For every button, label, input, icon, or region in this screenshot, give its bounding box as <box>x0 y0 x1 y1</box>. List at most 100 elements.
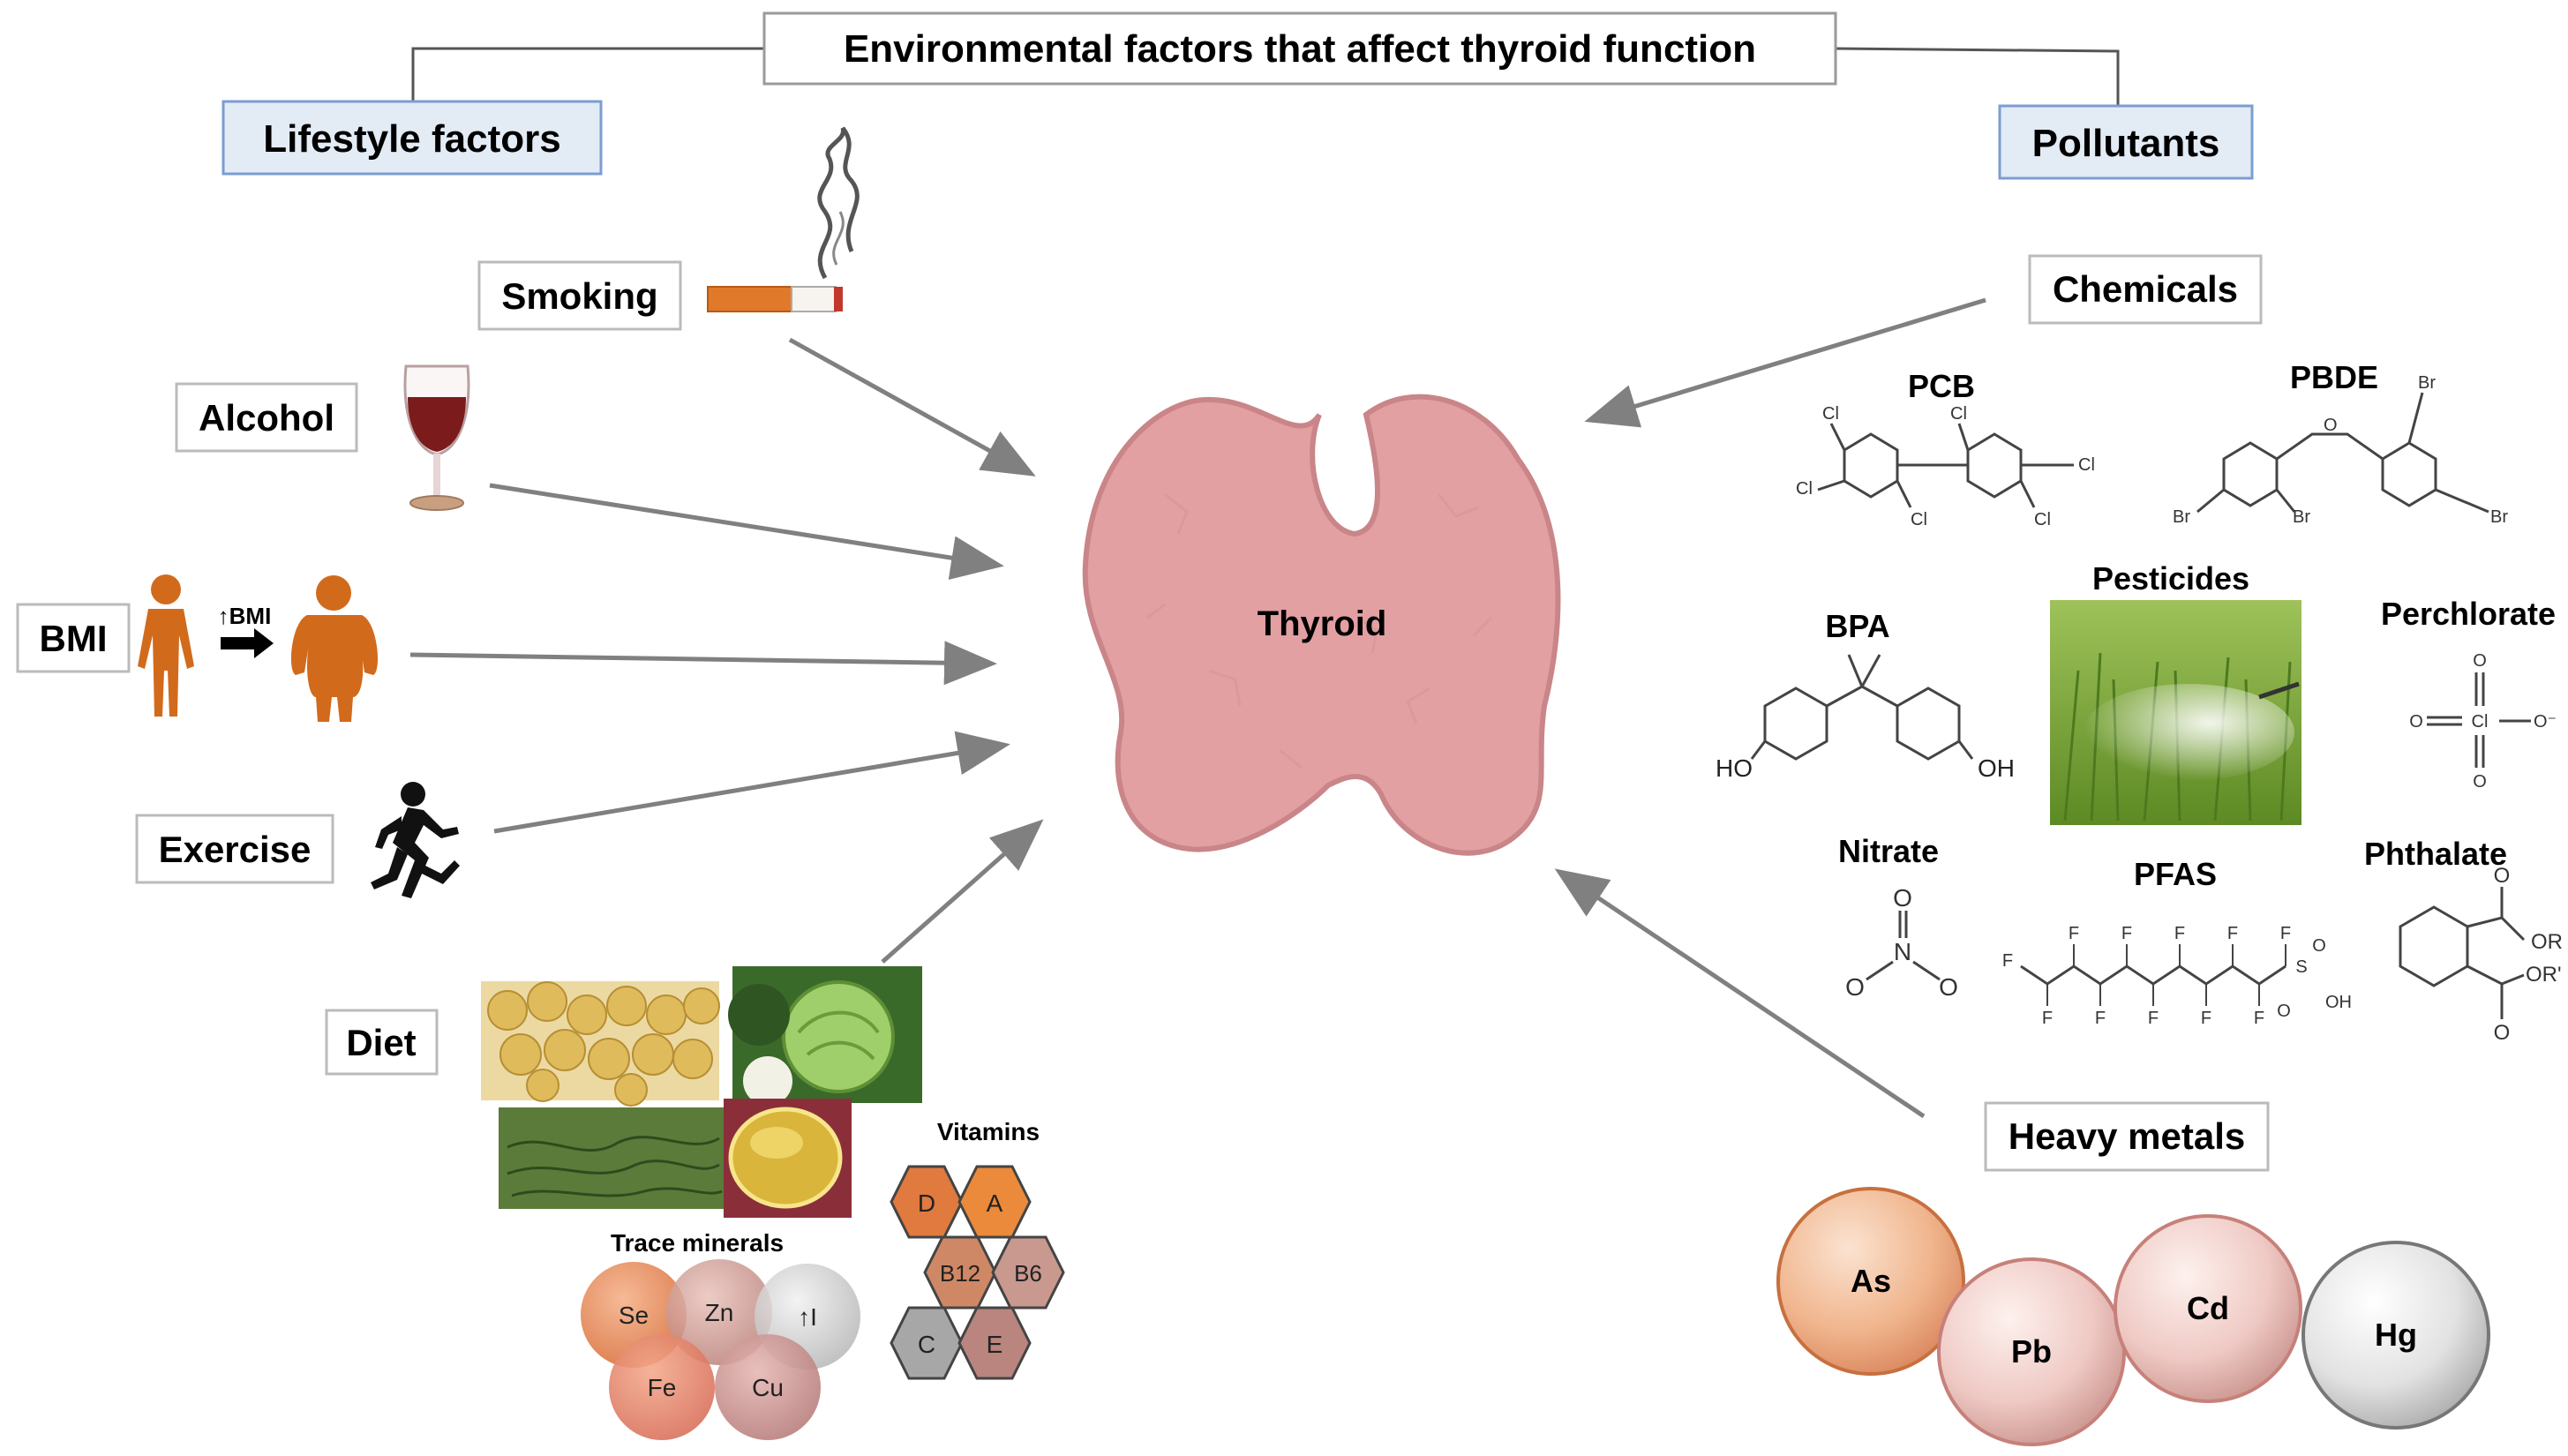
phthalate-label: Phthalate <box>2364 836 2507 872</box>
pbde-br-4: Br <box>2490 507 2508 527</box>
pfas-label: PFAS <box>2134 856 2217 892</box>
perchlorate-o-left: O <box>2409 712 2423 732</box>
nitrate-structure: Nitrate O N O O <box>1838 833 1958 1001</box>
vitamin-d-hexagon: D <box>890 1165 964 1239</box>
chemicals-label: Chemicals <box>2053 268 2238 310</box>
thyroid-shape <box>1082 394 1561 856</box>
pfas-f-5: F <box>2121 924 2132 943</box>
diet-label: Diet <box>346 1022 416 1063</box>
pcb-label: PCB <box>1908 368 1975 404</box>
exercise-label-box <box>135 814 334 884</box>
vitamin-d-label: D <box>918 1190 935 1217</box>
vitamin-a-label: A <box>987 1190 1003 1217</box>
pesticide-spray-image <box>2050 600 2301 825</box>
title-connector-right <box>1835 47 2120 106</box>
exercise-factor: Exercise <box>135 782 460 898</box>
mineral-zn-label: Zn <box>705 1299 734 1326</box>
person-heavy-icon <box>290 575 379 722</box>
lifestyle-heading: Lifestyle factors <box>222 100 603 176</box>
heavy-metals-group: As Pb Cd Hg <box>1776 1187 2490 1446</box>
metal-pb: Pb <box>1937 1257 2126 1446</box>
perchlorate-structure: Perchlorate O Cl O O O⁻ <box>2381 596 2557 792</box>
cigarette-icon <box>707 126 860 312</box>
pbde-o: O <box>2324 416 2338 435</box>
title-group: Environmental factors that affect thyroi… <box>411 11 2120 106</box>
pcb-cl-2: Cl <box>1796 479 1813 499</box>
pfas-atoms: F F F F F F F F F F F S O O OH <box>2002 924 2352 1028</box>
phthalate-or-prime: OR' <box>2526 963 2562 987</box>
perchlorate-cl: Cl <box>2472 712 2489 732</box>
pbde-structure: PBDE O Br Br Br Br <box>2173 359 2508 527</box>
mineral-cu: Cu <box>715 1334 821 1440</box>
pbde-br-3: Br <box>2418 373 2436 393</box>
bmi-label: BMI <box>40 618 108 659</box>
perchlorate-o-bottom: O <box>2473 772 2487 792</box>
bmi-label-box <box>16 603 131 673</box>
pcb-cl-5: Cl <box>2078 455 2095 475</box>
phthalate-structure: Phthalate O OR OR' O <box>2364 836 2563 1045</box>
trace-minerals-title: Trace minerals <box>611 1229 784 1257</box>
mineral-zn: Zn <box>666 1259 772 1365</box>
diet-label-box <box>325 1009 439 1076</box>
perchlorate-label: Perchlorate <box>2381 596 2556 632</box>
vitamin-c-hexagon: C <box>890 1306 964 1380</box>
metal-as: As <box>1776 1187 1965 1376</box>
heavy-metals-label-group: Heavy metals <box>1984 1101 2270 1172</box>
arrow-chemicals <box>1584 297 1986 428</box>
nitrate-n: N <box>1894 938 1911 965</box>
title-connector-left <box>411 47 764 101</box>
pfas-f-6: F <box>2148 1009 2159 1028</box>
vitamins-group: D A B12 B6 C E <box>890 1165 1065 1380</box>
heavy-metals-label: Heavy metals <box>2009 1115 2246 1157</box>
pfas-oh: OH <box>2325 993 2352 1012</box>
pfas-bonds <box>2046 944 2286 1006</box>
arrow-exercise <box>493 731 1010 834</box>
perchlorate-o-minus: O⁻ <box>2534 712 2557 732</box>
diet-factor: Diet <box>325 966 1065 1440</box>
nitrate-o-top: O <box>1893 884 1912 912</box>
title-box <box>762 11 1837 86</box>
phthalate-o-2: O <box>2494 1021 2511 1045</box>
alcohol-label: Alcohol <box>199 397 334 439</box>
pfas-chain <box>2020 964 2286 986</box>
mineral-cu-label: Cu <box>752 1374 784 1401</box>
pfas-f-11: F <box>2280 924 2291 943</box>
metal-cd-label: Cd <box>2187 1290 2229 1326</box>
vitamin-b12-label: B12 <box>940 1260 980 1287</box>
bpa-oh: OH <box>1978 754 2015 782</box>
alcohol-label-box <box>175 382 358 453</box>
arrow-diet <box>881 819 1044 964</box>
chemicals-label-box <box>2028 254 2263 325</box>
vitamin-e-hexagon: E <box>957 1306 1032 1380</box>
pollutants-heading: Pollutants <box>1998 104 2254 180</box>
pollutants-heading-box <box>1998 104 2254 180</box>
mineral-se-label: Se <box>619 1302 649 1329</box>
pollutants-heading-label: Pollutants <box>2032 122 2220 165</box>
phthalate-or: OR <box>2531 930 2563 954</box>
metal-cd: Cd <box>2114 1214 2302 1403</box>
pfas-f-4: F <box>2095 1009 2106 1028</box>
metal-as-label: As <box>1851 1263 1891 1299</box>
vitamin-b6-hexagon: B6 <box>991 1235 1065 1310</box>
arrow-smoking <box>788 337 1036 477</box>
vitamin-a-hexagon: A <box>957 1165 1032 1239</box>
arrow-right-icon <box>221 628 274 658</box>
metal-hg: Hg <box>2301 1241 2490 1430</box>
thyroid-label: Thyroid <box>1258 604 1387 643</box>
person-thin-icon <box>138 574 194 717</box>
vitamin-c-label: C <box>918 1331 935 1358</box>
exercise-label: Exercise <box>159 829 312 870</box>
arrow-heavy-metals <box>1554 868 1926 1119</box>
pfas-o-2: O <box>2277 1002 2291 1021</box>
thyroid: Thyroid <box>1082 394 1561 856</box>
pfas-f-1: F <box>2002 951 2013 971</box>
wine-glass-icon <box>403 364 470 511</box>
soybeans-image <box>481 981 720 1107</box>
pfas-structure: PFAS F F F F F F F F F F F S O O OH <box>2002 856 2352 1028</box>
pcb-structure: PCB Cl Cl Cl Cl Cl Cl <box>1796 368 2095 529</box>
nitrate-o-right: O <box>1939 973 1958 1001</box>
pcb-cl-4: Cl <box>1950 404 1967 424</box>
nitrate-label: Nitrate <box>1838 833 1939 869</box>
alcohol-factor: Alcohol <box>175 364 470 511</box>
trace-minerals-group: Se Zn ↑I Fe Cu <box>581 1259 860 1440</box>
